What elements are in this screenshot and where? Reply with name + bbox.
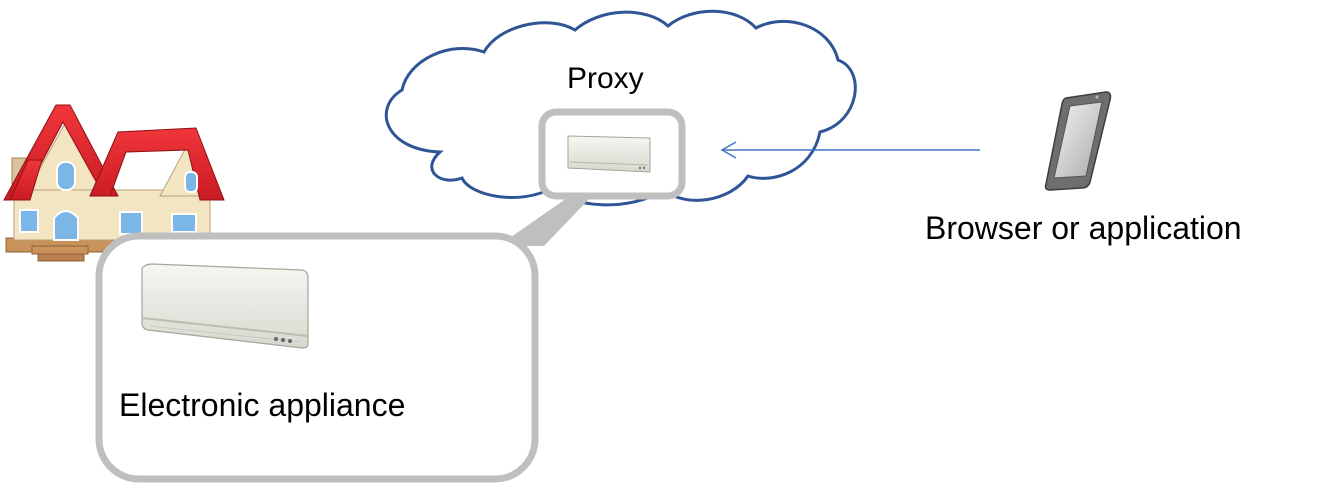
client-label: Browser or application [925, 210, 1242, 246]
appliance-label: Electronic appliance [119, 387, 406, 423]
proxy-label: Proxy [567, 62, 644, 95]
smartphone-icon [1044, 91, 1112, 191]
air-conditioner-icon [141, 263, 309, 349]
request-arrow [720, 141, 980, 159]
air-conditioner-icon [567, 135, 651, 173]
